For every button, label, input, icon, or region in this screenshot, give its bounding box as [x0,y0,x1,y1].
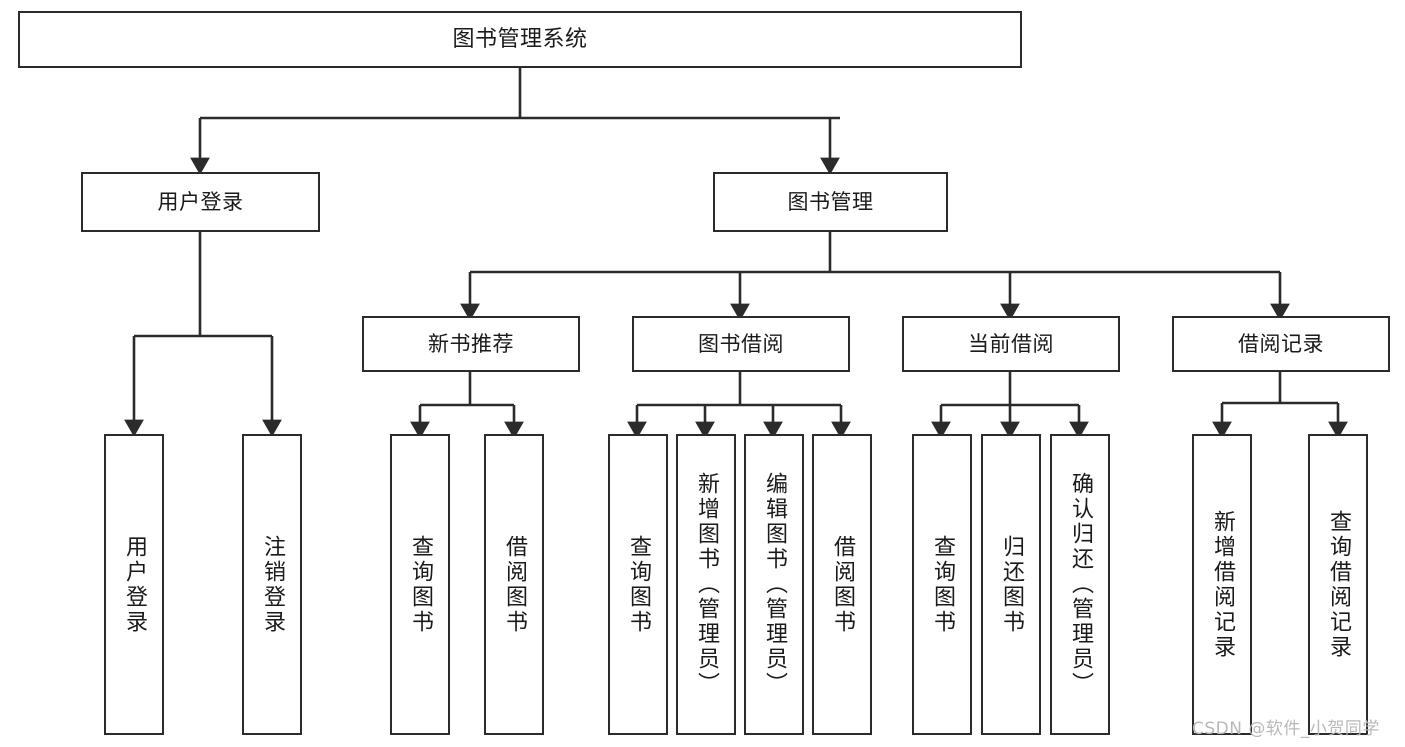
node-book-borrow[interactable]: 图书借阅 [632,316,850,372]
node-label: 注销登录 [260,534,285,635]
node-label: 确认归还（管理员） [1068,472,1093,697]
node-label: 查询图书 [930,534,955,635]
node-leaf-confirm-return-admin[interactable]: 确认归还（管理员） [1050,434,1110,735]
node-label: 借阅图书 [502,534,527,635]
node-leaf-query-book-recommend[interactable]: 查询图书 [390,434,450,735]
node-leaf-borrow-book[interactable]: 借阅图书 [812,434,872,735]
node-label: 当前借阅 [968,331,1054,356]
node-label: 用户登录 [157,189,244,214]
node-current-borrow[interactable]: 当前借阅 [902,316,1120,372]
node-label: 新增借阅记录 [1210,509,1235,660]
node-label: 用户登录 [122,534,147,635]
node-leaf-query-borrow-record[interactable]: 查询借阅记录 [1308,434,1368,735]
node-leaf-user-login[interactable]: 用户登录 [104,434,164,735]
node-label: 编辑图书（管理员） [762,472,787,697]
node-leaf-query-book-current[interactable]: 查询图书 [912,434,972,735]
node-label: 图书管理 [787,189,874,214]
node-label: 查询图书 [626,534,651,635]
node-label: 归还图书 [999,534,1024,635]
watermark-text: CSDN @软件_小贺同学 [1192,719,1380,739]
node-label: 图书管理系统 [452,26,588,52]
node-leaf-borrow-book-recommend[interactable]: 借阅图书 [484,434,544,735]
node-root-system[interactable]: 图书管理系统 [18,11,1022,68]
node-user-login[interactable]: 用户登录 [81,172,320,232]
node-leaf-add-borrow-record[interactable]: 新增借阅记录 [1192,434,1252,735]
node-label: 图书借阅 [698,331,784,356]
node-leaf-query-book-borrow[interactable]: 查询图书 [608,434,668,735]
node-leaf-return-book[interactable]: 归还图书 [981,434,1041,735]
node-leaf-add-book-admin[interactable]: 新增图书（管理员） [676,434,736,735]
node-label: 新书推荐 [428,331,514,356]
node-new-book-recommend[interactable]: 新书推荐 [362,316,580,372]
node-leaf-logout[interactable]: 注销登录 [242,434,302,735]
node-book-management[interactable]: 图书管理 [713,172,948,232]
node-label: 借阅记录 [1238,331,1324,356]
node-label: 查询图书 [408,534,433,635]
node-leaf-edit-book-admin[interactable]: 编辑图书（管理员） [744,434,804,735]
node-label: 借阅图书 [830,534,855,635]
node-borrow-record[interactable]: 借阅记录 [1172,316,1390,372]
node-label: 查询借阅记录 [1326,509,1351,660]
node-label: 新增图书（管理员） [694,472,719,697]
